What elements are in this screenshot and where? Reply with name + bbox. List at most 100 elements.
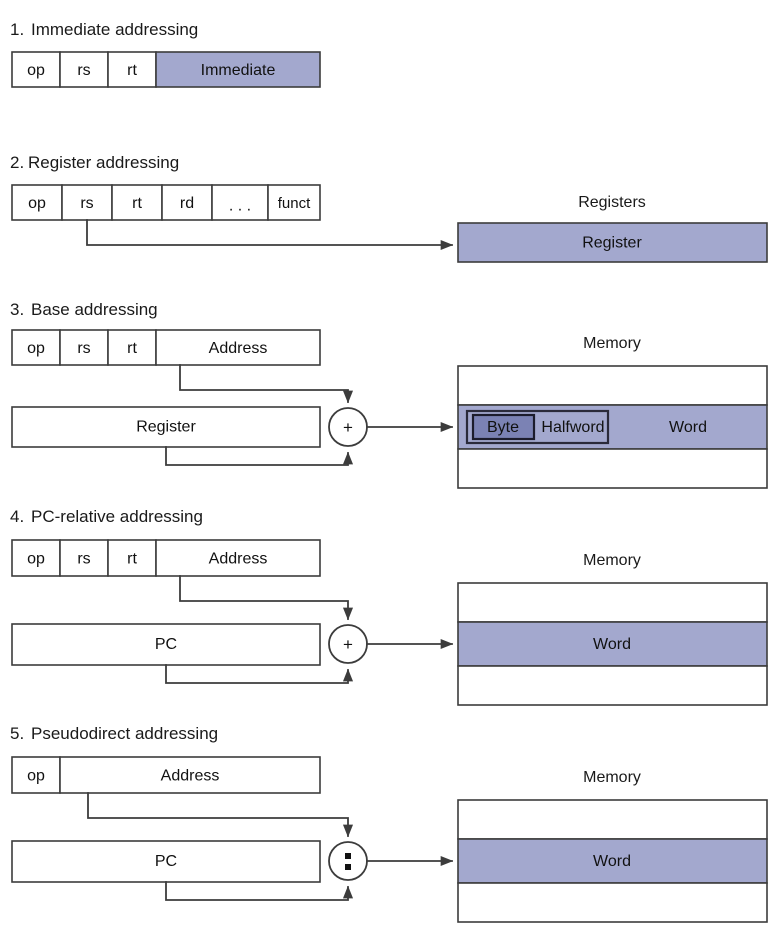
field-op-label: op [27,551,45,568]
memory-row-empty-bottom [457,665,768,706]
operand-pc-box [11,840,321,883]
field-funct [267,184,321,221]
operand-pc-label: PC [155,853,177,870]
field-rs-label: rs [77,551,90,568]
memory-word-label: Word [593,853,631,870]
memory-halfword-box [465,409,610,445]
field-rs [59,539,109,577]
field-address [155,329,321,366]
field-op-label: op [28,195,46,212]
connector-register-to-adder [165,446,354,466]
memory-block-pc-relative: Word [457,582,768,706]
operand-pc-box [11,623,321,666]
section-immediate: 1. Immediate addressing op rs rt Immedia… [10,20,321,88]
memory-heading-pc-relative: Memory [583,552,641,569]
instruction-word-pc-relative: op rs rt Address [11,539,321,577]
field-rs [59,329,109,366]
registers-heading: Registers [578,194,646,211]
operand-pc-label: PC [155,636,177,653]
connector-pc-to-adder [165,664,354,684]
instruction-word-pseudodirect: op Address [11,756,321,794]
memory-row-word [457,621,768,667]
section-title-register-text: Register addressing [28,153,179,172]
field-rs [61,184,113,221]
field-rt-label: rt [132,195,142,212]
connector-pc-to-concat [165,881,354,901]
memory-row-empty-bottom [457,448,768,489]
section-pc-relative: 4. PC-relative addressing op rs rt Addre… [10,507,768,706]
adder-operator-base: + [343,418,353,437]
field-rt-label: rt [127,62,137,79]
section-title-base: 3. [10,300,24,319]
concat-operator-dot-upper [345,853,351,859]
field-op [11,51,61,88]
memory-word-label: Word [593,636,631,653]
memory-row-empty-top [457,365,768,406]
connector-address-to-adder [179,364,354,404]
field-address [59,756,321,794]
memory-halfword-label: Halfword [541,419,604,436]
field-rt-label: rt [127,340,137,357]
instruction-word-register: op rs rt rd . . . funct [11,184,321,221]
field-rt [111,184,163,221]
section-base: 3. Base addressing op rs rt Address Regi… [10,300,768,489]
memory-row-empty-top [457,582,768,623]
memory-byte-label: Byte [487,419,519,436]
adder-operator-pc-relative: + [343,635,353,654]
field-rs [59,51,109,88]
field-op [11,539,61,577]
section-title-pseudodirect: 5. [10,724,24,743]
field-op [11,329,61,366]
field-op [11,184,63,221]
field-address-label: Address [209,551,268,568]
section-pseudodirect: 5. Pseudodirect addressing op Address PC… [10,724,768,923]
field-rd-label: rd [180,195,194,212]
connector-address-to-concat [87,792,354,838]
instruction-word-immediate: op rs rt Immediate [11,51,321,88]
field-ellipsis [211,184,269,221]
field-op-label: op [27,340,45,357]
field-rd [161,184,213,221]
field-rt-label: rt [127,551,137,568]
field-rs-label: rs [80,195,93,212]
field-rt [107,51,157,88]
field-op-label: op [27,62,45,79]
instruction-word-base: op rs rt Address [11,329,321,366]
field-op-label: op [27,768,45,785]
field-address-label: Address [161,768,220,785]
memory-word-label: Word [669,419,707,436]
field-ellipsis-label: . . . [229,198,251,215]
section-title-pc-relative: 4. [10,507,24,526]
field-rs-label: rs [77,62,90,79]
connector-address-to-adder [179,575,354,621]
concat-circle-pseudodirect [328,841,368,881]
field-address [155,539,321,577]
memory-heading-pseudodirect: Memory [583,769,641,786]
field-rt [107,329,157,366]
memory-heading-base: Memory [583,335,641,352]
section-title-base-text: Base addressing [31,300,158,319]
connector-rs-to-registers [86,219,454,251]
memory-row-empty-bottom [457,882,768,923]
operand-register-box [11,406,321,448]
memory-row-empty-top [457,799,768,840]
memory-block-pseudodirect: Word [457,799,768,923]
field-rs-label: rs [77,340,90,357]
field-immediate [155,51,321,88]
field-op [11,756,61,794]
registers-box [457,222,768,263]
section-title-pseudodirect-text: Pseudodirect addressing [31,724,218,743]
section-title-immediate-text: Immediate addressing [31,20,198,39]
section-title-immediate: 1. [10,20,24,39]
memory-byte-box [471,413,536,441]
operand-register-label: Register [136,419,196,436]
section-title-pc-relative-text: PC-relative addressing [31,507,203,526]
section-register: 2. Register addressing op rs rt rd . . .… [10,153,768,263]
field-funct-label: funct [278,195,311,212]
registers-value: Register [582,235,642,252]
field-address-label: Address [209,340,268,357]
memory-block-base: Byte Halfword Word [457,365,768,489]
concat-operator-dot-lower [345,864,351,870]
section-title-register: 2. [10,153,24,172]
